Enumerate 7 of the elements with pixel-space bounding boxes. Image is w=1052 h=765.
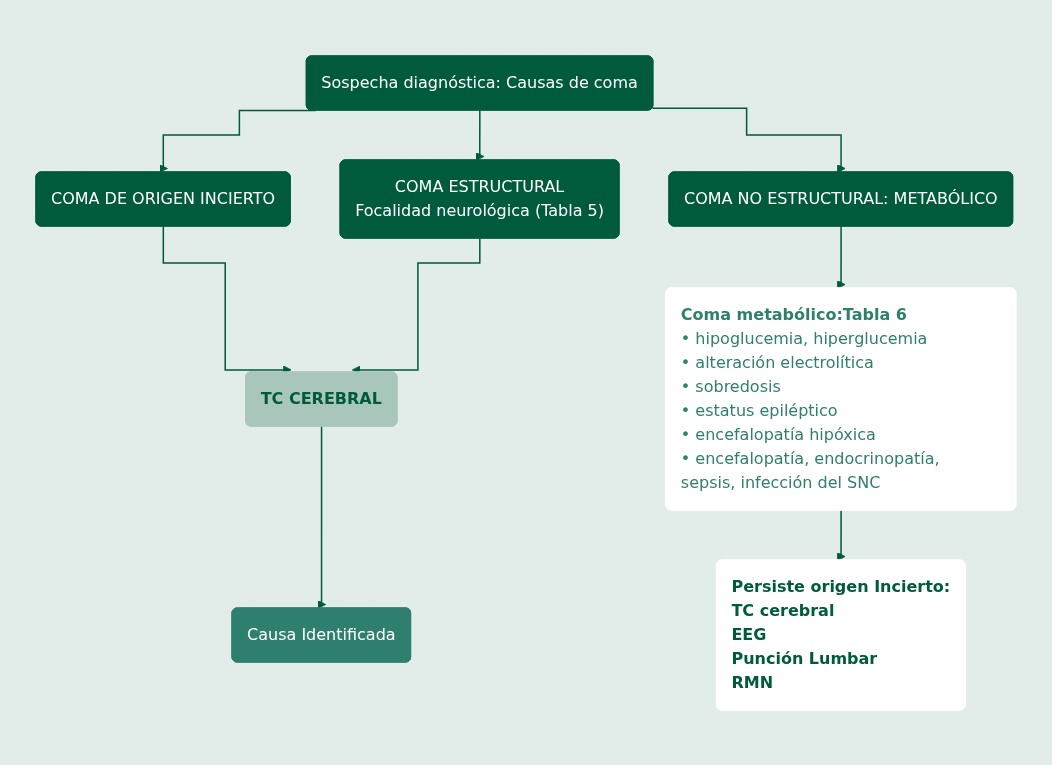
arrow bbox=[351, 237, 481, 374]
arrow bbox=[836, 225, 846, 289]
arrow bbox=[162, 225, 292, 374]
arrow bbox=[836, 509, 846, 561]
arrow bbox=[651, 107, 846, 173]
arrow bbox=[475, 109, 485, 161]
arrow bbox=[317, 425, 327, 609]
